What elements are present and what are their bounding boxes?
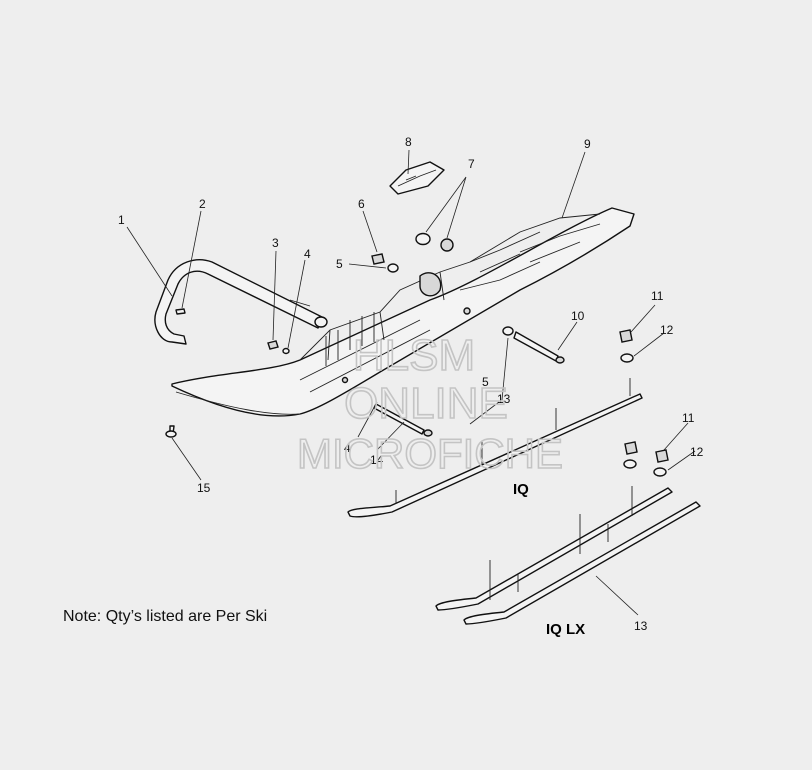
label-part-13-iq-lx: 13	[634, 619, 648, 633]
label-part-12-lower: 12	[690, 445, 704, 459]
screw-part-2	[175, 308, 186, 315]
ski-loop-handle	[154, 259, 328, 345]
nut-part-3	[267, 340, 279, 350]
label-part-4-lower: 4	[344, 441, 351, 455]
label-part-10: 10	[571, 309, 585, 323]
model-label-iq-lx: IQ LX	[546, 621, 585, 638]
label-part-1: 1	[118, 213, 125, 227]
watermark: HLSM ONLINE MICROFICHE	[296, 330, 564, 478]
quantity-note: Note: Qty’s listed are Per Ski	[63, 608, 268, 625]
label-part-15: 15	[197, 481, 211, 495]
label-part-5-lower: 5	[482, 375, 489, 389]
label-part-13-iq: 13	[497, 392, 511, 406]
label-part-11-lower: 11	[682, 411, 695, 425]
wear-block-part-8	[389, 161, 445, 195]
label-part-9: 9	[584, 137, 591, 151]
label-part-8: 8	[405, 135, 412, 149]
bolt-part-10	[502, 326, 565, 364]
washer-part-5-upper	[387, 263, 399, 273]
nut-washer-lower	[623, 441, 669, 477]
bushing-part-7	[415, 232, 454, 252]
label-part-14: 14	[370, 453, 384, 467]
nut-washer-upper	[619, 329, 634, 363]
label-part-3: 3	[272, 236, 279, 250]
watermark-line-1: HLSM	[353, 331, 475, 380]
label-part-6: 6	[358, 197, 365, 211]
part-number-labels: 1 2 3 4 5 6 7 8 9 10 11 12 5 4 14 13 11 …	[118, 135, 704, 633]
ski-body	[171, 207, 635, 417]
watermark-line-3: MICROFICHE	[297, 430, 563, 477]
bolt-part-15	[165, 425, 177, 438]
leader-lines	[126, 149, 696, 616]
label-part-4-upper: 4	[304, 247, 311, 261]
wear-bar-iq	[347, 378, 643, 518]
label-part-7: 7	[468, 157, 475, 171]
label-part-5-upper: 5	[336, 257, 343, 271]
wear-bar-iq-lx	[435, 486, 701, 625]
label-part-12-upper: 12	[660, 323, 674, 337]
label-part-11-upper: 11	[651, 289, 664, 303]
watermark-line-2: ONLINE	[344, 379, 508, 428]
label-part-2: 2	[199, 197, 206, 211]
model-label-iq: IQ	[513, 481, 529, 498]
nut-part-6	[371, 253, 385, 265]
washer-part-4-upper	[282, 347, 290, 355]
